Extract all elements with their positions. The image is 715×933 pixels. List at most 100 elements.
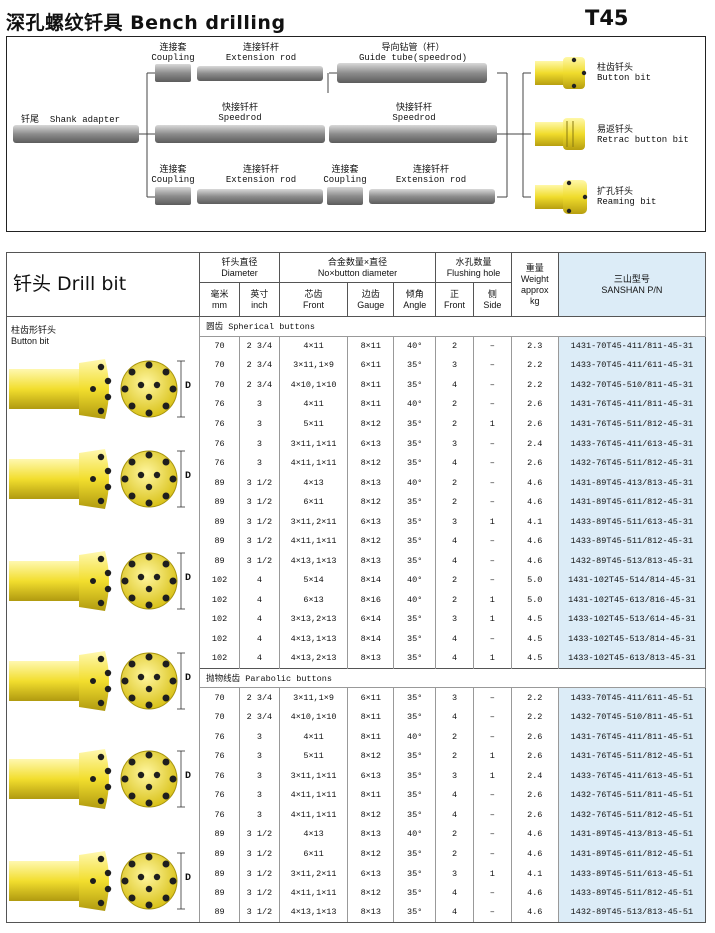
cell-angle: 40°	[393, 590, 437, 610]
cell-flush-front: 2	[435, 570, 474, 591]
cell-gauge: 8×11	[347, 785, 395, 806]
cell-flush-front: 4	[435, 648, 474, 669]
cell-front: 3×11,1×11	[278, 433, 349, 454]
cell-mm: 102	[199, 590, 240, 610]
cell-flush-front: 4	[435, 707, 474, 727]
cell-pn: 1433-89T45-511/812-45-51	[557, 883, 707, 903]
cell-angle: 35°	[393, 551, 437, 571]
cell-inch: 3 1/2	[238, 863, 280, 884]
cell-mm: 89	[199, 492, 240, 512]
cell-gauge: 8×12	[347, 414, 395, 434]
cell-weight: 4.1	[510, 511, 559, 532]
cell-inch: 2 3/4	[238, 707, 280, 727]
cell-weight: 2.6	[510, 746, 559, 767]
cell-front: 3×11,1×11	[278, 766, 349, 786]
cell-pn: 1433-89T45-511/613-45-51	[557, 863, 707, 884]
drill-bit-table-wrap: 钎头 Drill bit 钎头直径 Diameter 合金数量×直径 No×bu…	[5, 252, 707, 923]
reaming-bit-pic	[535, 180, 588, 214]
cell-pn: 1433-70T45-411/611-45-31	[557, 355, 707, 376]
cell-mm: 76	[199, 394, 240, 415]
cell-gauge: 6×14	[347, 609, 395, 630]
col-flushing: 水孔数量 Flushing hole	[435, 252, 512, 283]
cell-mm: 89	[199, 531, 240, 552]
cell-pn: 1431-102T45-613/816-45-31	[557, 590, 707, 610]
cell-pn: 1433-76T45-411/613-45-31	[557, 433, 707, 454]
cell-gauge: 8×12	[347, 844, 395, 864]
cell-angle: 40°	[393, 726, 437, 747]
cell-flush-front: 3	[435, 863, 474, 884]
cell-flush-side: –	[472, 336, 512, 356]
cell-gauge: 8×16	[347, 590, 395, 610]
cell-gauge: 8×13	[347, 902, 395, 923]
cell-pn: 1431-76T45-411/811-45-31	[557, 394, 707, 415]
cell-front: 5×14	[278, 570, 349, 591]
cell-angle: 35°	[393, 746, 437, 767]
diameter-d-label: D	[185, 573, 192, 584]
page-title: 深孔螺纹钎具 Bench drilling	[6, 12, 286, 34]
cell-pn: 1431-76T45-511/812-45-51	[557, 746, 707, 767]
cell-angle: 35°	[393, 805, 437, 825]
section-label: 圆齿 Spherical buttons	[199, 316, 706, 337]
cell-front: 4×11	[278, 394, 349, 415]
cell-gauge: 6×13	[347, 766, 395, 786]
cell-weight: 4.6	[510, 531, 559, 552]
cell-gauge: 8×11	[347, 707, 395, 727]
cell-front: 3×11,2×11	[278, 511, 349, 532]
col-pn: 三山型号 SANSHAN P/N	[557, 252, 707, 317]
diameter-d-label: D	[185, 771, 192, 782]
cell-gauge: 6×11	[347, 355, 395, 376]
cell-mm: 76	[199, 766, 240, 786]
cell-angle: 40°	[393, 394, 437, 415]
cell-front: 6×11	[278, 844, 349, 864]
cell-front: 4×11,1×11	[278, 883, 349, 903]
cell-weight: 2.2	[510, 375, 559, 395]
cell-front: 4×11	[278, 726, 349, 747]
cell-front: 4×11,1×11	[278, 785, 349, 806]
cell-mm: 89	[199, 472, 240, 493]
cell-front: 3×11,1×9	[278, 355, 349, 376]
button-bit-image: D	[9, 647, 193, 718]
diameter-d-label: D	[185, 381, 192, 392]
cell-flush-side: –	[472, 687, 512, 708]
col-fhole: 正 Front	[435, 282, 474, 317]
cell-flush-side: 1	[472, 648, 512, 669]
cell-flush-front: 4	[435, 902, 474, 923]
cell-flush-side: –	[472, 492, 512, 512]
cell-gauge: 8×13	[347, 824, 395, 845]
cell-flush-front: 3	[435, 511, 474, 532]
cell-angle: 40°	[393, 472, 437, 493]
cell-flush-side: 1	[472, 414, 512, 434]
cell-flush-front: 3	[435, 355, 474, 376]
cell-angle: 40°	[393, 824, 437, 845]
cell-pn: 1433-89T45-511/613-45-31	[557, 511, 707, 532]
button-bit-image: D	[9, 745, 193, 816]
cell-pn: 1431-70T45-411/811-45-31	[557, 336, 707, 356]
cell-pn: 1432-76T45-511/812-45-51	[557, 805, 707, 825]
cell-inch: 3	[238, 805, 280, 825]
cell-flush-front: 2	[435, 394, 474, 415]
cell-angle: 35°	[393, 609, 437, 630]
cell-front: 4×13	[278, 472, 349, 493]
cell-weight: 4.5	[510, 629, 559, 649]
cell-inch: 3	[238, 394, 280, 415]
cell-gauge: 8×13	[347, 472, 395, 493]
cell-weight: 4.6	[510, 492, 559, 512]
diameter-d-label: D	[185, 873, 192, 884]
diameter-d-label: D	[185, 471, 192, 482]
cell-front: 4×11,1×11	[278, 453, 349, 473]
